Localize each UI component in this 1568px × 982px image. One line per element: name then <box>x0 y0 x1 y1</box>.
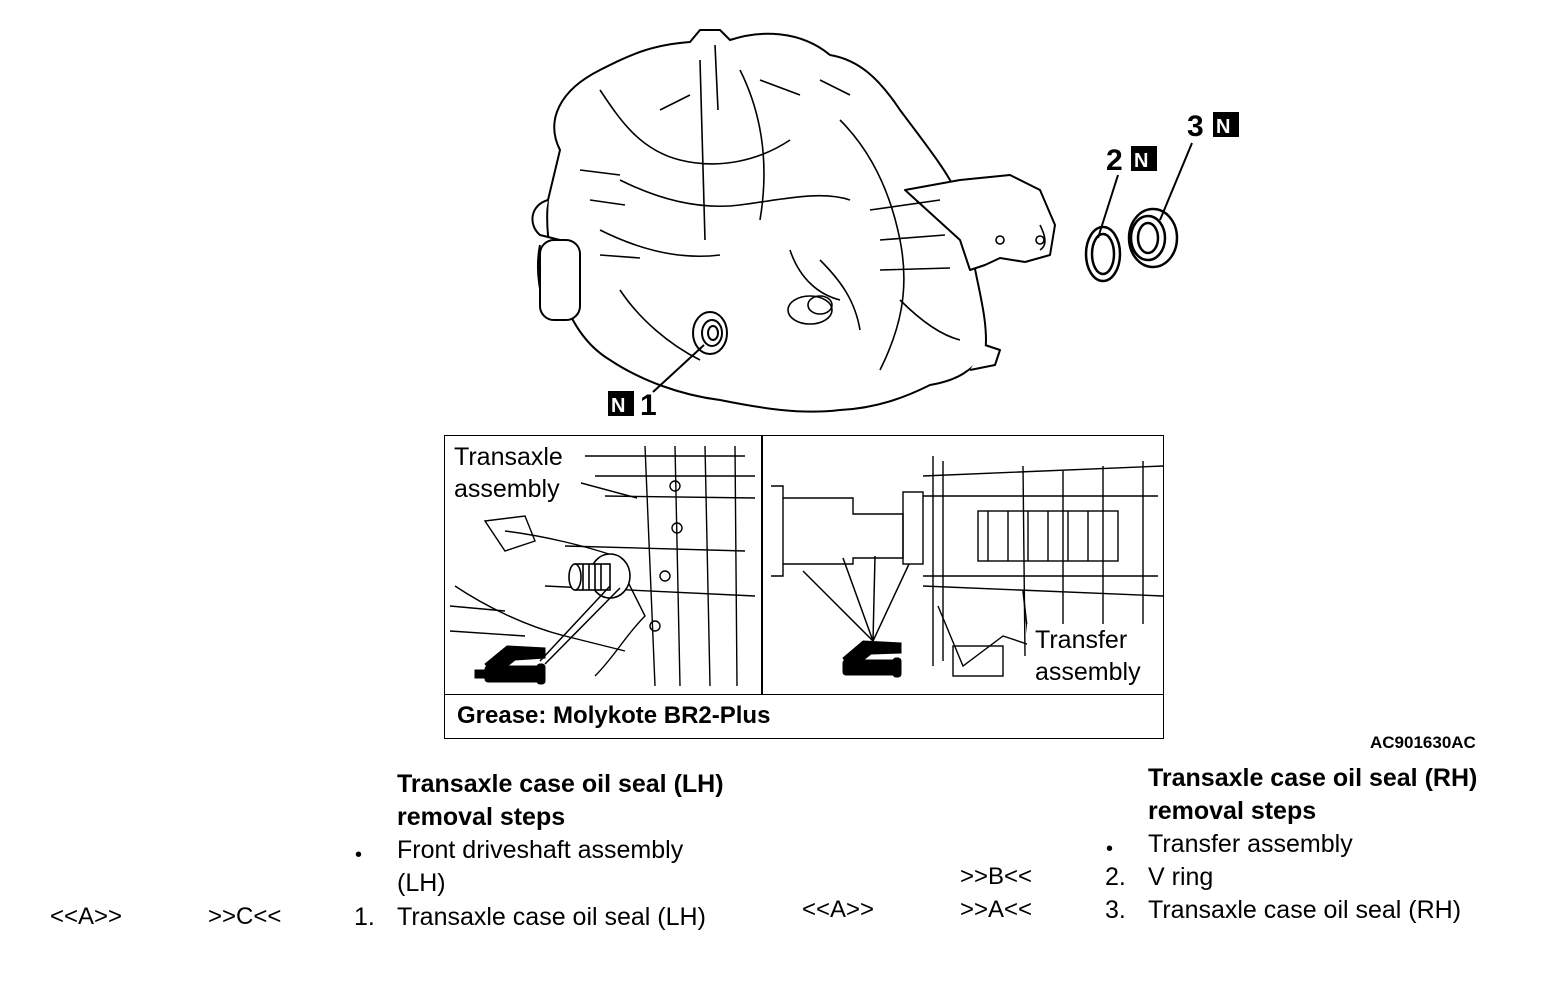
lh-step1-install-ref: >>C<< <box>208 903 282 930</box>
callout-2: 2 N <box>1106 144 1157 177</box>
spline-shaft <box>568 553 631 599</box>
inset-divider <box>761 436 763 694</box>
grease-gun-icon-right <box>842 640 902 678</box>
transfer-assembly-label-line1: Transfer <box>1035 626 1128 654</box>
oil-seal-rh <box>1127 207 1179 269</box>
oil-seal-lh <box>692 311 728 355</box>
figure-code: AC901630AC <box>1370 733 1476 752</box>
svg-text:N: N <box>1216 116 1230 138</box>
grease-caption: Grease: Molykote BR2-Plus <box>445 694 1163 738</box>
rh-step3-text: Transaxle case oil seal (RH) <box>1148 896 1462 924</box>
transaxle-housing <box>531 29 1056 413</box>
transaxle-details <box>579 44 1046 371</box>
svg-text:N: N <box>1134 150 1148 172</box>
transaxle-assembly-label-line1: Transaxle <box>454 443 563 471</box>
transaxle-assembly-label-line2: assembly <box>454 475 560 503</box>
svg-text:3: 3 <box>1187 110 1204 143</box>
svg-text:N: N <box>611 395 625 417</box>
lh-bullet-item-line2: (LH) <box>397 869 446 897</box>
leader-lines <box>652 142 1193 393</box>
rh-heading-line2: removal steps <box>1148 797 1317 825</box>
rh-step2-text: V ring <box>1148 863 1214 891</box>
transfer-detail-view <box>771 456 1163 694</box>
inset-leader-lines-left <box>539 479 638 665</box>
lh-step1-removal-ref: <<A>> <box>50 903 123 930</box>
lh-step1-text: Transaxle case oil seal (LH) <box>397 903 706 931</box>
lh-bullet-item-line1: Front driveshaft assembly <box>397 836 684 864</box>
svg-text:1: 1 <box>640 389 657 422</box>
grease-gun-icon <box>474 645 546 685</box>
lh-step1-number: 1. <box>354 903 375 931</box>
rh-bullet-dot: • <box>1106 838 1114 860</box>
v-ring <box>1084 225 1122 283</box>
lh-heading-line2: removal steps <box>397 803 566 831</box>
rh-bullet-item: Transfer assembly <box>1148 830 1353 858</box>
callout-1: N 1 <box>608 389 657 422</box>
lh-heading-line1: Transaxle case oil seal (LH) <box>397 770 724 798</box>
rh-step3-removal-ref: <<A>> <box>802 896 875 923</box>
rh-step2-number: 2. <box>1105 863 1126 891</box>
lh-bullet-dot: • <box>355 844 363 866</box>
rh-step3-number: 3. <box>1105 896 1126 924</box>
rh-step3-install-ref: >>A<< <box>960 896 1033 923</box>
rh-heading-line1: Transaxle case oil seal (RH) <box>1148 764 1478 792</box>
callout-3: 3 N <box>1187 110 1239 143</box>
transaxle-detail-view <box>447 438 756 687</box>
transaxle-illustration: N 1 2 N 3 N <box>531 29 1239 422</box>
rh-step2-install-ref: >>B<< <box>960 863 1033 890</box>
transfer-assembly-label-line2: assembly <box>1035 658 1141 686</box>
grease-detail-inset: Transaxle assembly Trans <box>444 435 1164 739</box>
svg-text:2: 2 <box>1106 144 1123 177</box>
inset-leader-lines-right <box>802 555 1029 642</box>
